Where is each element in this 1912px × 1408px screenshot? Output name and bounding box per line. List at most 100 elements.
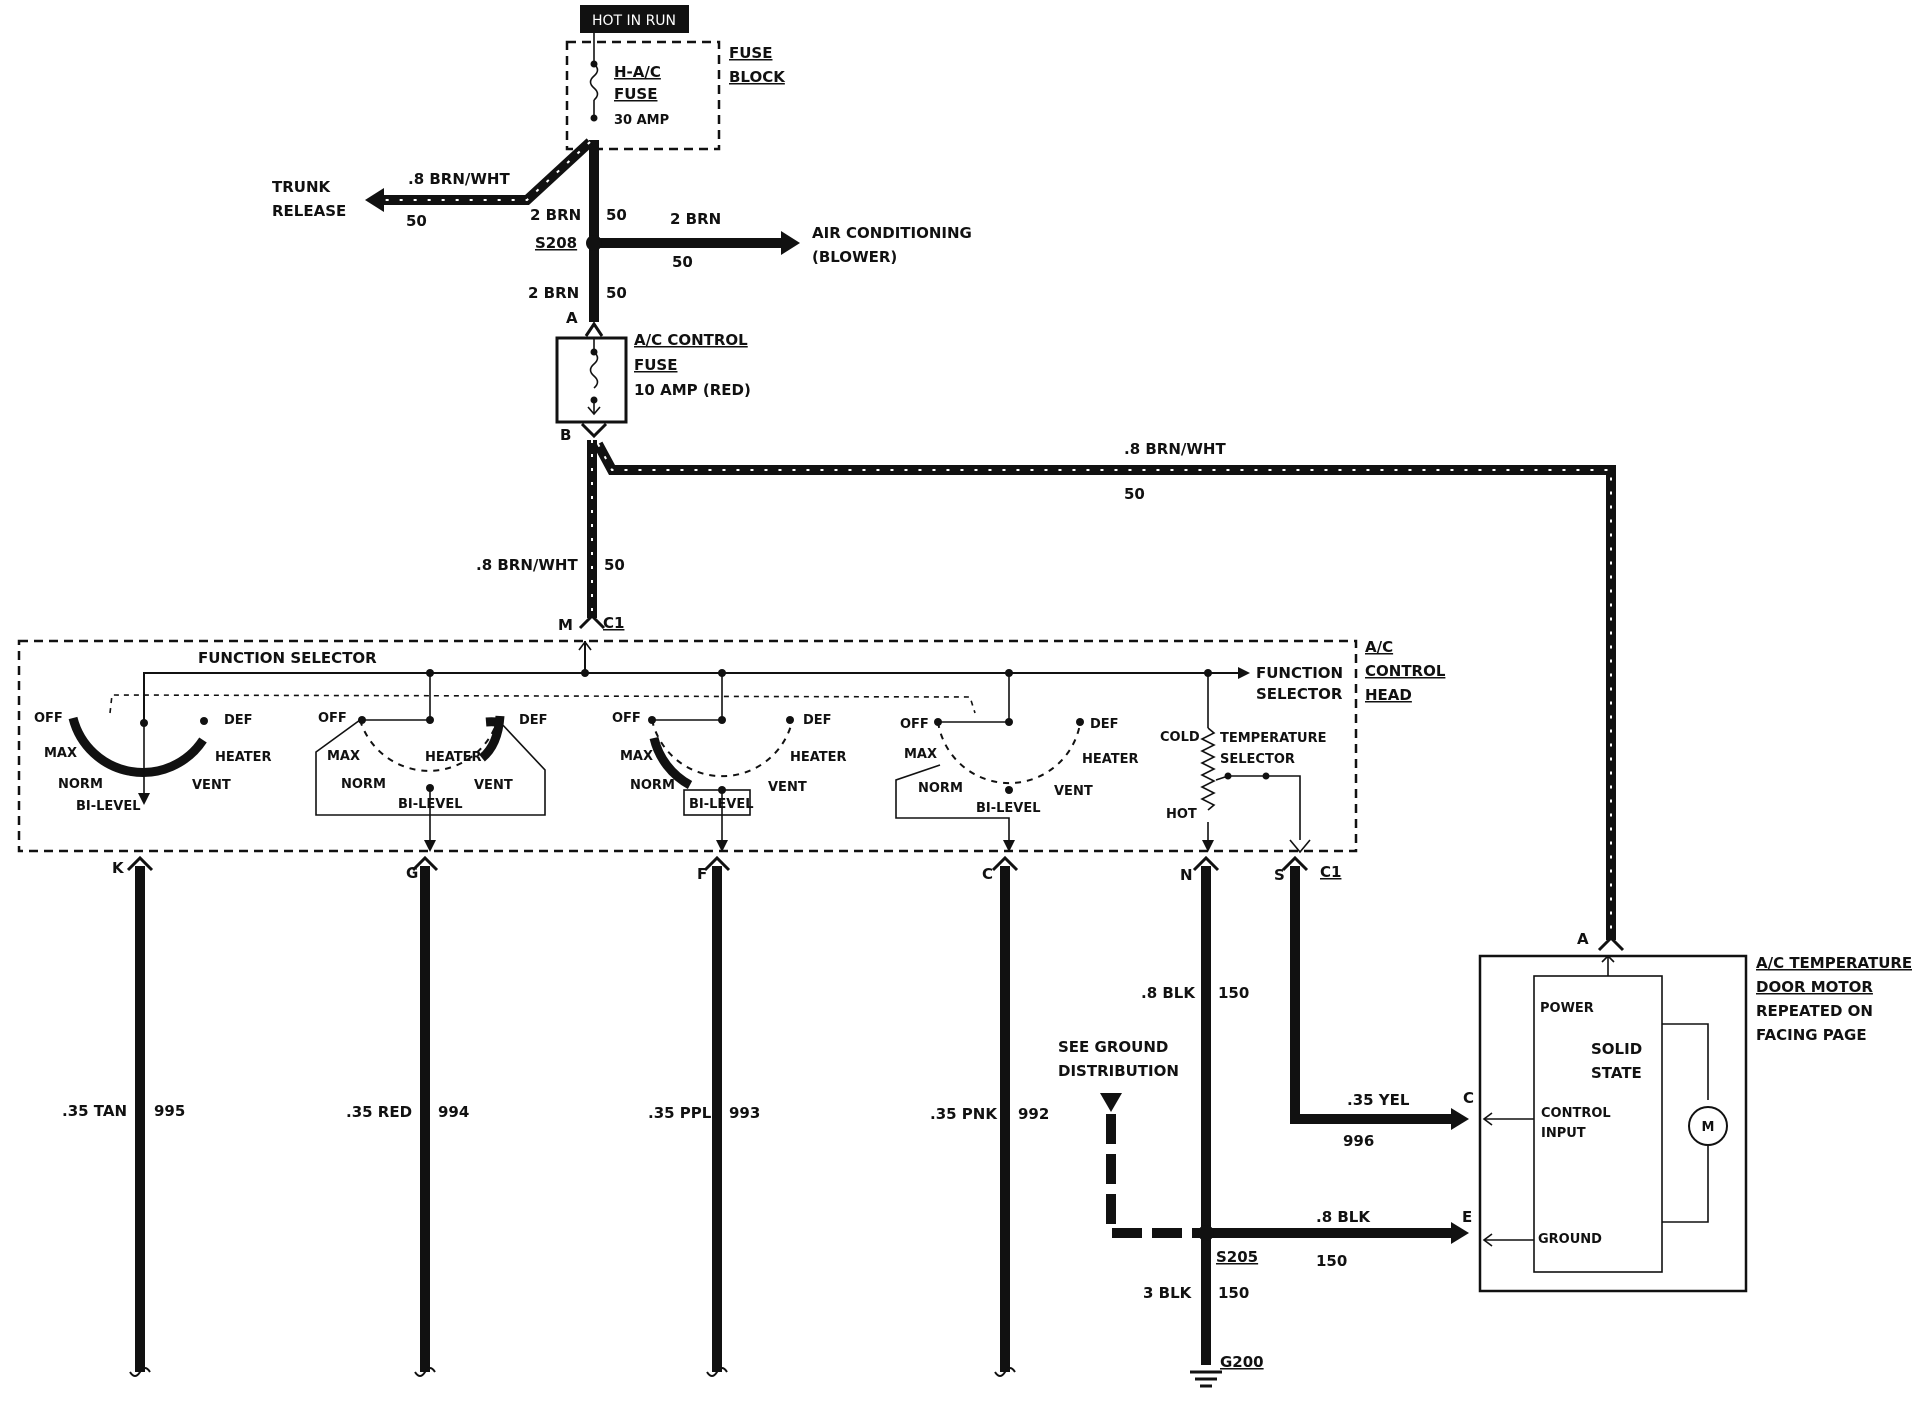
switch-c-heater: HEATER — [1082, 752, 1139, 767]
output-c-circuit: 992 — [1018, 1105, 1049, 1123]
switch-g-off: OFF — [318, 711, 347, 726]
control-head-label-3: HEAD — [1365, 686, 1412, 704]
function-switch-c: OFF DEF MAX HEATER NORM VENT BI-LEVEL — [895, 673, 1139, 852]
control-head-label: A/C — [1365, 638, 1393, 656]
switch-k-contact-arc — [68, 716, 207, 777]
h-ac-fuse-element — [589, 63, 599, 101]
output-k-circuit: 995 — [154, 1102, 185, 1120]
switch-k-vent: VENT — [192, 778, 231, 793]
temperature-door-motor: M POWER SOLID STATE CONTROL INPUT GROUND… — [1462, 930, 1748, 1293]
motor-feed-circuit: 50 — [1124, 485, 1145, 503]
output-wire-c: C .35 PNK 992 — [930, 855, 1049, 1377]
switch-k-heater: HEATER — [215, 750, 272, 765]
output-wires: K .35 TAN 995 G .35 RED 994 F .35 PPL 99… — [62, 855, 1049, 1377]
see-ground-label: SEE GROUND — [1058, 1038, 1168, 1056]
h-ac-fuse-name: H-A/C — [614, 63, 661, 81]
ground-circuit-lower: 150 — [1218, 1284, 1249, 1302]
function-selector-bus-label: FUNCTION SELECTOR — [198, 649, 377, 667]
temperature-wiper — [1215, 775, 1301, 840]
ground-wire-label-lower: 3 BLK — [1143, 1284, 1193, 1302]
ac-fuse-label-2: FUSE — [634, 356, 677, 374]
motor-label-2: DOOR MOTOR — [1756, 978, 1873, 996]
output-g-circuit: 994 — [438, 1103, 469, 1121]
motor-symbol — [1688, 1106, 1728, 1146]
switch-k-bilevel: BI-LEVEL — [76, 799, 141, 814]
switch-g-heater: HEATER — [425, 750, 482, 765]
trunk-release-circuit: 50 — [406, 212, 427, 230]
control-wire-circuit: 996 — [1343, 1132, 1374, 1150]
switch-f-vent: VENT — [768, 780, 807, 795]
control-head-outline — [17, 639, 1358, 853]
motor-label-4: FACING PAGE — [1756, 1026, 1867, 1044]
output-f-wire-label: .35 PPL — [648, 1104, 712, 1122]
switch-f-contact-arc — [649, 736, 693, 789]
switch-f-bilevel: BI-LEVEL — [689, 797, 754, 812]
ground-wire-label-upper: .8 BLK — [1141, 984, 1196, 1002]
h-ac-fuse-rating: 30 AMP — [614, 113, 669, 128]
switch-k-off: OFF — [34, 711, 63, 726]
switch-g-vent: VENT — [474, 778, 513, 793]
ac-fuse-label: A/C CONTROL — [634, 331, 748, 349]
head-feed-connector: C1 — [603, 614, 624, 632]
output-c-wire-label: .35 PNK — [930, 1105, 998, 1123]
temperature-selector-label: TEMPERATURE — [1220, 731, 1326, 746]
control-head-label-2: CONTROL — [1365, 662, 1446, 680]
function-selector-bus — [143, 672, 1238, 723]
ac-fuse-rating: 10 AMP (RED) — [634, 381, 751, 399]
output-g-wire-label: .35 RED — [346, 1103, 412, 1121]
output-f-circuit: 993 — [729, 1104, 760, 1122]
temperature-cold-label: COLD — [1160, 730, 1200, 745]
ac-fuse-pin-b: B — [560, 426, 571, 444]
ac-control-fuse — [555, 321, 628, 439]
switch-c-off: OFF — [900, 717, 929, 732]
s208-label: S208 — [535, 234, 577, 252]
output-wire-k: K .35 TAN 995 — [62, 855, 185, 1377]
solid-state-module — [1533, 975, 1663, 1273]
feed-wires — [365, 138, 800, 322]
control-wire-label: .35 YEL — [1347, 1091, 1410, 1109]
ac-fuse-pin-a: A — [566, 309, 578, 327]
head-feed-circuit: 50 — [604, 556, 625, 574]
control-wire-pin: S — [1274, 866, 1285, 884]
h-ac-fuse-name-2: FUSE — [614, 85, 657, 103]
ground-symbol — [1190, 1370, 1222, 1388]
switch-f-off: OFF — [612, 711, 641, 726]
switch-k-max: MAX — [44, 746, 77, 761]
ground-circuit-upper: 150 — [1218, 984, 1249, 1002]
ground-distribution-wire — [1106, 1114, 1206, 1238]
switch-c-jumper — [895, 764, 1010, 840]
feed-wire-label-upper: 2 BRN — [530, 206, 581, 224]
temperature-hot-label: HOT — [1166, 807, 1197, 822]
function-switch-f: OFF DEF MAX HEATER NORM VENT BI-LEVEL — [612, 673, 847, 852]
air-conditioning-label: AIR CONDITIONING — [812, 224, 972, 242]
switch-k-def: DEF — [224, 713, 253, 728]
motor-label: A/C TEMPERATURE — [1756, 954, 1912, 972]
output-k-wire-label: .35 TAN — [62, 1102, 127, 1120]
motor-pin-a: A — [1577, 930, 1589, 948]
output-c-pin: C — [982, 865, 993, 883]
motor-label-3: REPEATED ON — [1756, 1002, 1873, 1020]
trunk-release-arrow — [365, 188, 384, 212]
motor-symbol-label: M — [1702, 1120, 1715, 1135]
s205-label: S205 — [1216, 1248, 1258, 1266]
trunk-release-label: TRUNK — [272, 178, 332, 196]
motor-ground-circuit: 150 — [1316, 1252, 1347, 1270]
output-wire-g: G .35 RED 994 — [346, 855, 469, 1377]
air-conditioning-arrow — [781, 231, 800, 255]
fuse-block-label-2: BLOCK — [729, 68, 786, 86]
mechanical-linkage — [109, 694, 976, 714]
see-ground-label-2: DISTRIBUTION — [1058, 1062, 1179, 1080]
feed-circuit-upper: 50 — [606, 206, 627, 224]
switch-c-vent: VENT — [1054, 784, 1093, 799]
motor-ground-label: GROUND — [1538, 1232, 1602, 1247]
motor-state-label: STATE — [1591, 1064, 1642, 1082]
output-wire-f: F .35 PPL 993 — [648, 855, 760, 1377]
temperature-selector-label-2: SELECTOR — [1220, 752, 1295, 767]
function-switch-g: OFF DEF MAX HEATER NORM VENT BI-LEVEL — [315, 673, 548, 852]
yel-control-wire — [1290, 866, 1455, 1124]
motor-feed-wire-label: .8 BRN/WHT — [1124, 440, 1226, 458]
motor-pin-e: E — [1462, 1208, 1472, 1226]
switch-c-norm: NORM — [918, 781, 963, 796]
trunk-release-wire-label: .8 BRN/WHT — [408, 170, 510, 188]
